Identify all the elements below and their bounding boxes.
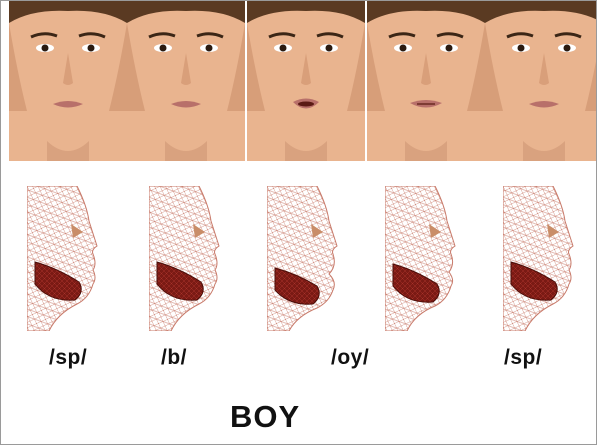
frontal-face-1 [9, 1, 127, 161]
frontal-face-4 [367, 1, 485, 161]
frontal-face-2 [127, 1, 245, 161]
wireframe-profile-5 [503, 186, 585, 331]
frontal-face-5 [485, 1, 597, 161]
phoneme-label-sp-end: /sp/ [504, 346, 542, 370]
wireframe-profile-4 [385, 186, 467, 331]
wireframe-profile-row [1, 186, 596, 336]
phoneme-label-oy: /oy/ [331, 346, 369, 370]
wireframe-profile-1 [27, 186, 109, 331]
word-label: BOY [230, 399, 300, 435]
wireframe-profile-3 [267, 186, 349, 331]
wireframe-profile-2 [149, 186, 231, 331]
frontal-face-row [1, 1, 596, 161]
phoneme-label-sp-start: /sp/ [49, 346, 87, 370]
phoneme-label-b: /b/ [161, 346, 187, 370]
frontal-face-3 [247, 1, 365, 161]
